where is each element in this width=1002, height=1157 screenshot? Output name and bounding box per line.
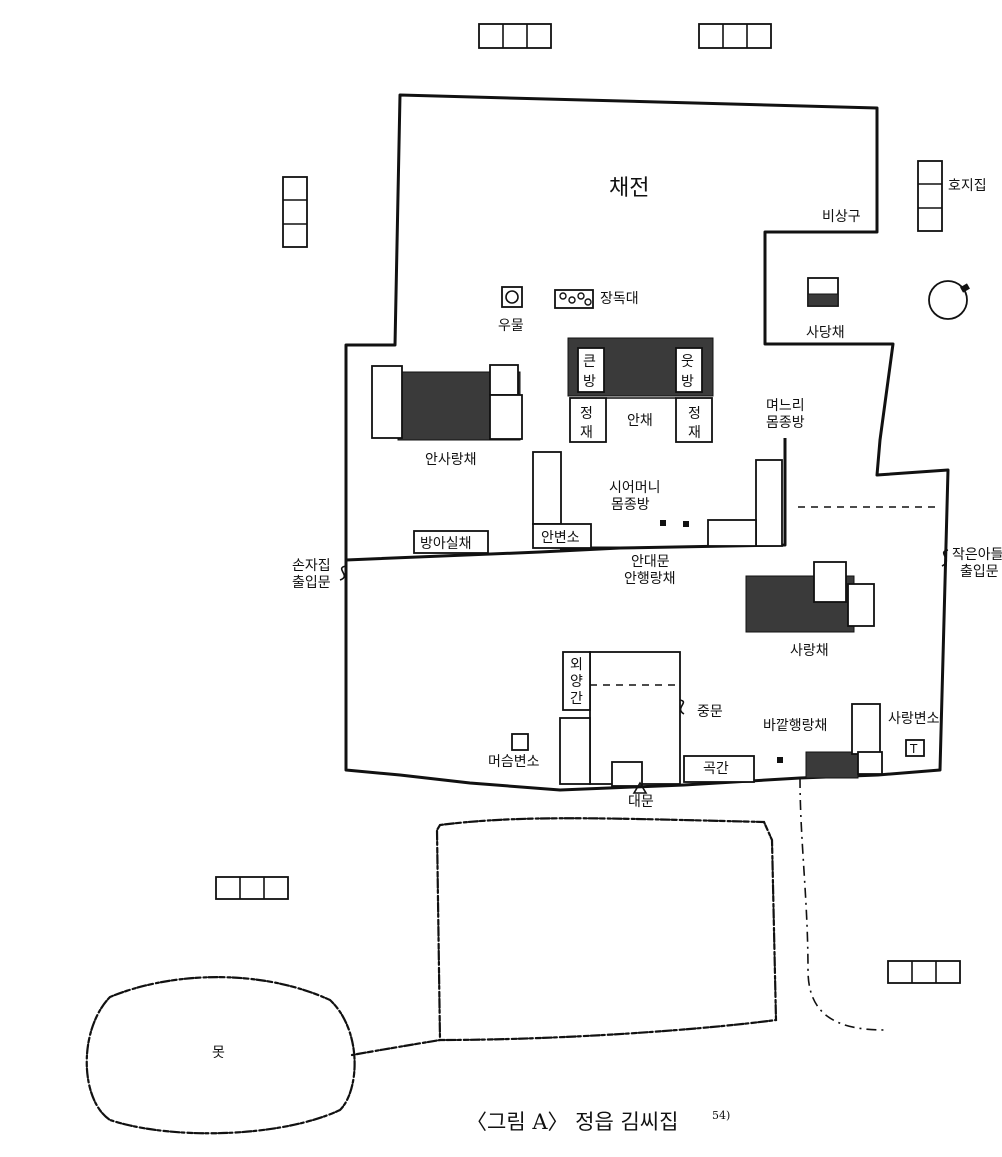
label-hojijip: 호지집 <box>948 178 987 194</box>
pond-hedge <box>85 976 356 1135</box>
garden-hedge <box>435 817 778 1042</box>
label-sonjajip-1: 손자집 <box>292 558 331 574</box>
inner-wall-rooms <box>413 451 783 554</box>
label-ansarangchae: 안사랑채 <box>425 452 477 468</box>
label-chaejeon: 채전 <box>609 176 649 201</box>
label-jageunadeul-2: 출입문 <box>960 564 999 580</box>
label-sieomeoni-2: 몸종방 <box>611 497 650 513</box>
label-ut: 웃 <box>681 354 694 370</box>
jar-icon <box>554 289 594 309</box>
label-bisanggu: 비상구 <box>822 209 861 225</box>
tree-icon <box>928 280 970 320</box>
label-andaemun-2: 안행랑채 <box>624 571 676 587</box>
label-anchae: 안채 <box>627 413 653 429</box>
label-mot: 못 <box>212 1045 225 1061</box>
west-gate-icon <box>339 565 347 581</box>
label-jeong-left: 정 <box>580 406 593 422</box>
label-jae-left: 재 <box>580 425 593 441</box>
label-meoseumbyeonso: 머슴변소 <box>488 754 540 770</box>
path-line <box>799 777 885 1031</box>
label-jageunadeul-1: 작은아들 <box>952 547 1002 563</box>
well-icon <box>501 286 523 308</box>
shrine-building <box>807 277 839 307</box>
guest-house <box>745 561 875 633</box>
toilet-icon: T <box>905 739 925 757</box>
label-anbyeonso: 안변소 <box>541 530 580 546</box>
label-jeong-right: 정 <box>688 406 701 422</box>
figure-caption: 〈그림 A〉 정읍 김씨집 <box>466 1110 678 1134</box>
outer-buildings <box>559 651 883 787</box>
label-sonjajip-2: 출입문 <box>292 575 331 591</box>
label-oeyanggan-2: 양 <box>570 674 583 690</box>
label-sieomeoni-1: 시어머니 <box>609 480 661 496</box>
label-oeyanggan-3: 간 <box>570 691 583 707</box>
label-andaemun-1: 안대문 <box>631 554 670 570</box>
label-jae-right: 재 <box>688 425 701 441</box>
servant-toilet-icon <box>511 733 529 751</box>
neighbor-blocks <box>215 23 961 984</box>
label-bakkathaengnangchae: 바깥행랑채 <box>763 718 827 734</box>
main-house <box>567 337 714 443</box>
east-gate-icon <box>941 549 949 567</box>
label-jungmun: 중문 <box>697 704 723 720</box>
label-bangasilchae: 방아실채 <box>420 536 472 552</box>
label-myeoneuri-2: 몸종방 <box>766 415 805 431</box>
label-sadangchae: 사당채 <box>806 325 845 341</box>
label-bang-left: 방 <box>583 374 596 390</box>
label-sarangchae: 사랑채 <box>790 643 829 659</box>
label-oeyanggan-1: 외 <box>570 657 583 673</box>
label-sarangbyeonso: 사랑변소 <box>888 711 940 727</box>
label-myeoneuri-1: 며느리 <box>766 398 805 414</box>
label-jangdokdae: 장독대 <box>600 291 639 307</box>
label-umul: 우물 <box>498 318 524 334</box>
caption-footnote: 54) <box>712 1109 730 1122</box>
label-daemun: 대문 <box>628 794 654 810</box>
label-gokgan: 곡간 <box>703 761 729 777</box>
label-bang-right: 방 <box>681 374 694 390</box>
label-keun: 큰 <box>583 354 596 370</box>
svg-text:T: T <box>909 742 918 756</box>
inner-guest-house <box>371 364 523 441</box>
